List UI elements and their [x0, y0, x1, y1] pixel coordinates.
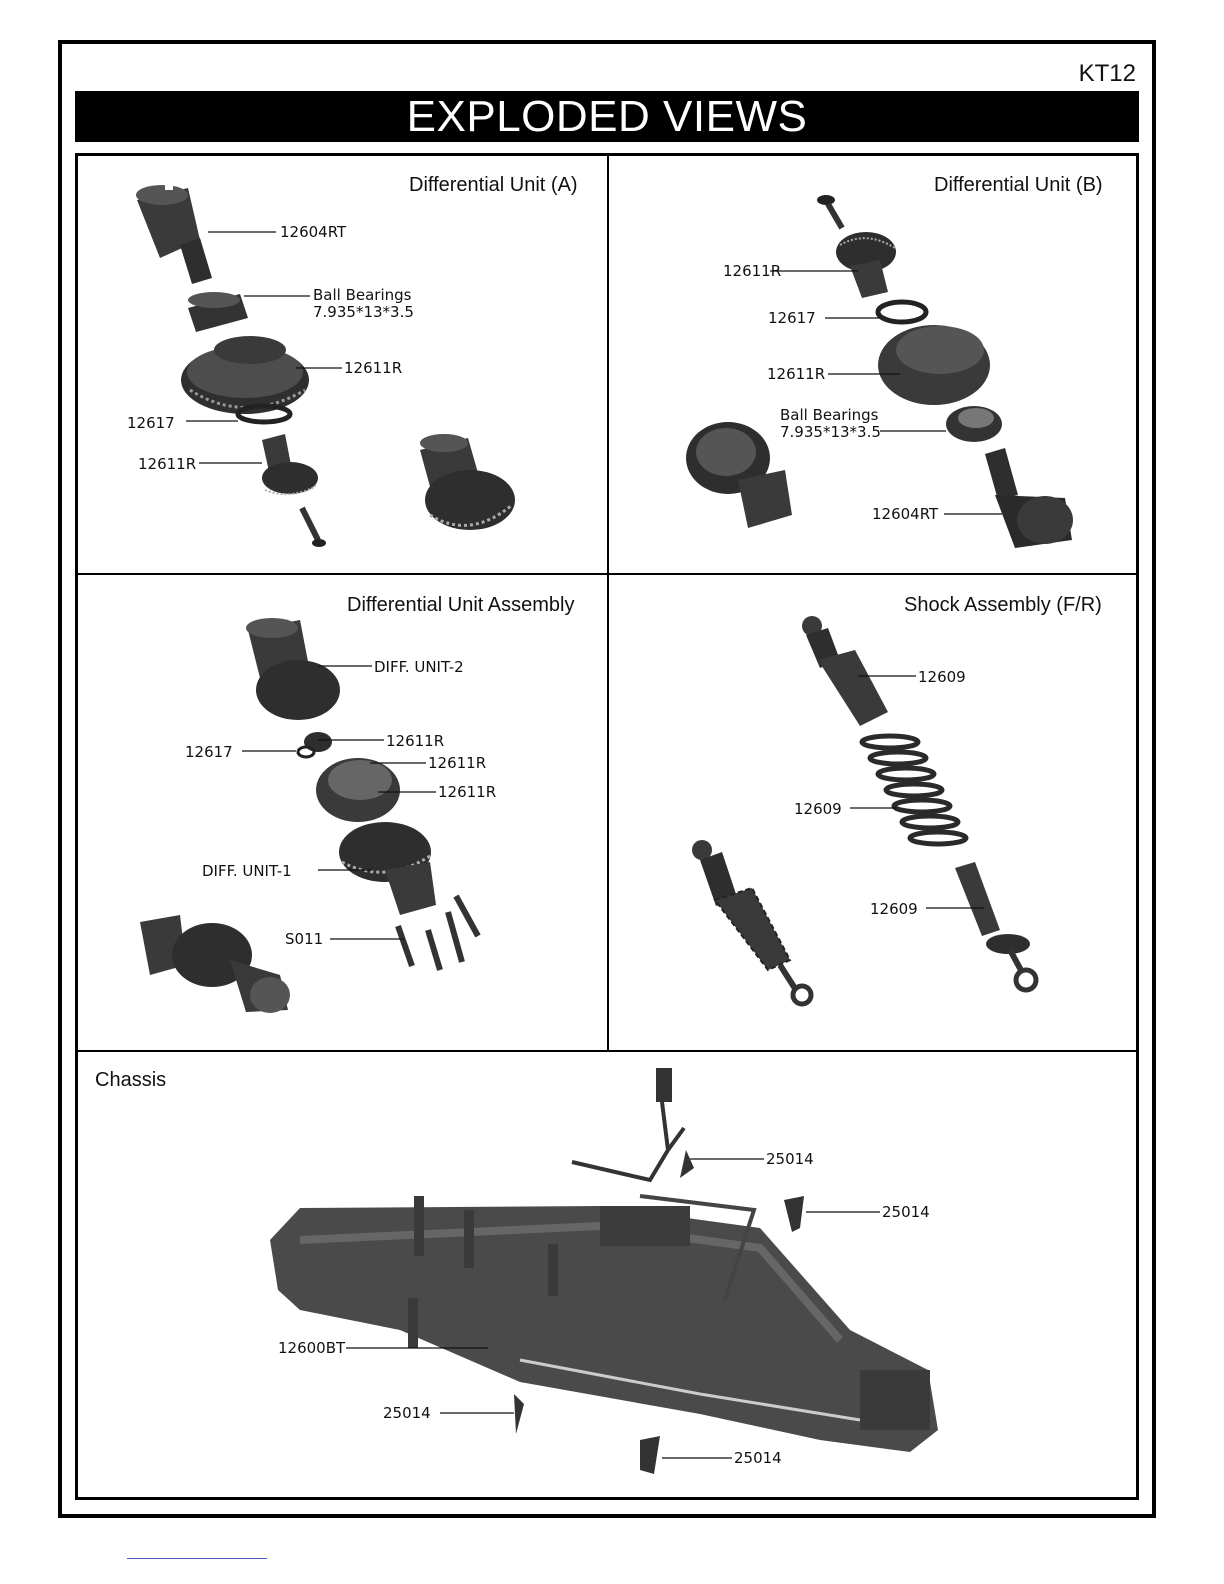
ball-bearing-icon	[188, 292, 248, 332]
outdrive-cup-icon	[136, 170, 212, 284]
assembly-label-12611r-3: 12611R	[438, 783, 496, 801]
washer-icon	[875, 299, 929, 325]
diff-b-label-12604rt: 12604RT	[872, 505, 939, 523]
shock-body-icon	[802, 616, 888, 726]
views-grid	[75, 153, 1139, 1500]
diff-case-icon	[316, 758, 400, 822]
assembled-diff-icon	[420, 434, 515, 530]
ring-gear-icon	[181, 336, 309, 414]
diff-unit-2-icon	[246, 618, 340, 720]
diff-b-title: Differential Unit (B)	[934, 174, 1103, 196]
body-clip-icon	[784, 1196, 804, 1232]
assembled-shock-icon	[692, 840, 814, 1007]
screw-set-icon	[395, 894, 481, 971]
shock-title: Shock Assembly (F/R)	[904, 594, 1102, 616]
diff-a-label-bearing-size: 7.935*13*3.5	[313, 303, 414, 321]
page-frame	[58, 40, 1156, 1518]
diff-a-label-12617: 12617	[127, 414, 175, 432]
washer-icon	[235, 403, 293, 425]
assembled-diff-icon	[140, 915, 290, 1013]
diff-assembly-drawing: DIFF. UNIT-2 12611R 12617 12611R 12611R …	[140, 618, 496, 1013]
chassis-leaders	[346, 1158, 880, 1459]
outdrive-cup-icon	[985, 448, 1073, 548]
diff-b-label-ball-bearings: Ball Bearings	[780, 406, 879, 424]
assembly-label-12611r-1: 12611R	[386, 732, 444, 750]
chassis-label-25014-bottom: 25014	[734, 1449, 782, 1467]
chassis-label-25014-top: 25014	[766, 1150, 814, 1168]
shock-shaft-icon	[955, 862, 1039, 993]
shock-drawing: 12609 12609 12609	[692, 616, 1039, 1007]
diff-b-drawing: 12611R 12617 12611R Ball Bearings 7.935*…	[686, 195, 1073, 548]
bevel-gear-shaft-icon	[262, 434, 318, 496]
diff-b-label-12611r-2: 12611R	[767, 365, 825, 383]
assembled-diff-icon	[686, 422, 792, 528]
shock-leaders	[850, 675, 984, 909]
diff-case-icon	[878, 325, 990, 405]
assembly-label-12617: 12617	[185, 743, 233, 761]
grid-divider-vertical	[607, 156, 609, 1051]
chassis-title: Chassis	[95, 1069, 167, 1091]
shock-label-12609-spring: 12609	[794, 800, 842, 818]
page-title: EXPLODED VIEWS	[75, 91, 1139, 142]
chassis-label-25014-right: 25014	[882, 1203, 930, 1221]
diff-a-label-12611r-1: 12611R	[344, 359, 402, 377]
model-code: KT12	[1078, 60, 1136, 87]
shock-label-12609-shaft: 12609	[870, 900, 918, 918]
diff-b-label-bearing-size: 7.935*13*3.5	[780, 423, 881, 441]
shock-label-12609-body: 12609	[918, 668, 966, 686]
pin-screw-icon	[299, 506, 326, 547]
chassis-label-12600bt: 12600BT	[278, 1339, 346, 1357]
assembly-label-s011: S011	[285, 930, 323, 948]
assembly-label-12611r-2: 12611R	[428, 754, 486, 772]
diff-a-title: Differential Unit (A)	[409, 174, 578, 196]
body-clip-icon	[640, 1436, 660, 1474]
diff-b-leaders	[770, 270, 1002, 515]
assembly-label-diff-unit-1: DIFF. UNIT-1	[202, 862, 292, 880]
body-clip-icon	[514, 1394, 524, 1434]
bevel-gear-icon	[304, 732, 332, 752]
ball-bearing-icon	[946, 406, 1002, 442]
diff-a-label-12604rt: 12604RT	[280, 223, 347, 241]
chassis-frame-icon	[270, 1194, 938, 1452]
diff-unit-1-icon	[339, 822, 436, 915]
diff-a-drawing: 12604RT Ball Bearings 7.935*13*3.5 12611…	[127, 170, 515, 547]
diff-a-label-ball-bearings: Ball Bearings	[313, 286, 412, 304]
pin-screw-icon	[817, 195, 845, 230]
bevel-gear-icon	[836, 232, 896, 298]
diff-b-label-12617: 12617	[768, 309, 816, 327]
grid-divider-row1	[78, 573, 1136, 575]
diff-assembly-title: Differential Unit Assembly	[347, 594, 575, 616]
footer-underline	[127, 1558, 267, 1559]
body-clip-icon	[680, 1150, 694, 1178]
antenna-mount-icon	[571, 1068, 686, 1183]
chassis-drawing: 25014 25014 12600BT 25014 25014	[270, 1068, 938, 1474]
grid-divider-row2	[78, 1050, 1136, 1052]
diff-a-label-12611r-2: 12611R	[138, 455, 196, 473]
diff-b-label-12611r-1: 12611R	[723, 262, 781, 280]
washer-icon	[296, 745, 316, 759]
diff-a-leaders	[186, 231, 342, 464]
shock-spring-icon	[859, 733, 969, 847]
assembly-label-diff-unit-2: DIFF. UNIT-2	[374, 658, 464, 676]
chassis-label-25014-left: 25014	[383, 1404, 431, 1422]
diff-assembly-leaders	[242, 665, 436, 940]
